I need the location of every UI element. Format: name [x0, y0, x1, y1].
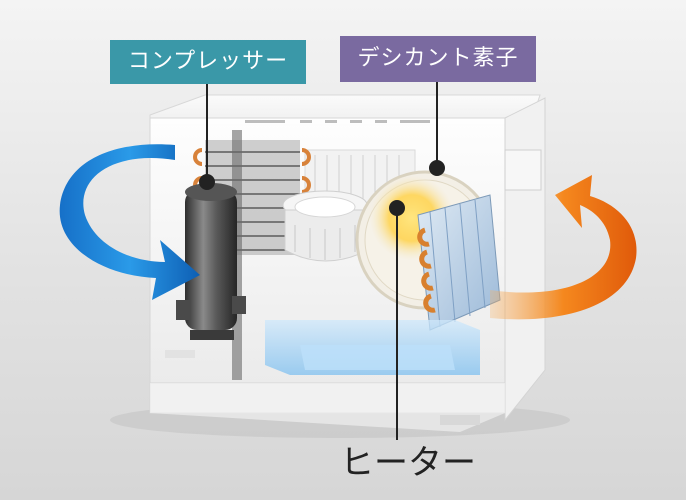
callout-lines [199, 82, 445, 440]
label-heater: ヒーター [340, 443, 476, 483]
compressor [176, 183, 246, 340]
desiccant-marker [429, 160, 445, 176]
label-desiccant: デシカント素子 [340, 36, 536, 82]
heater-marker [389, 200, 405, 216]
label-compressor: コンプレッサー [110, 40, 306, 84]
side-grip [504, 149, 542, 191]
fan [282, 190, 369, 262]
water-tank [265, 320, 480, 375]
heat-exchanger [417, 194, 501, 331]
hot-air-arrow [490, 175, 637, 320]
cold-air-arrow [59, 144, 200, 300]
control-strip [245, 120, 430, 123]
compressor-marker [199, 174, 215, 190]
